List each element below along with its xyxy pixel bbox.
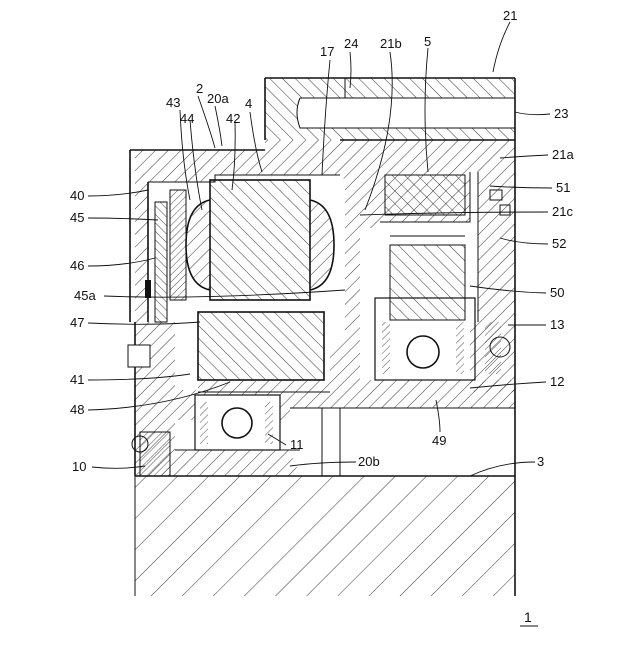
label-2: 2 (196, 81, 203, 96)
label-20b: 20b (358, 454, 380, 469)
label-44: 44 (180, 111, 194, 126)
label-10: 10 (72, 459, 86, 474)
figure-number-text: 1 (524, 609, 532, 625)
shaft-3 (135, 476, 515, 596)
label-48: 48 (70, 402, 84, 417)
label-46: 46 (70, 258, 84, 273)
label-5: 5 (424, 34, 431, 49)
label-45a: 45a (74, 288, 96, 303)
label-52: 52 (552, 236, 566, 251)
label-42: 42 (226, 111, 240, 126)
magnet-47 (198, 312, 324, 380)
label-17: 17 (320, 44, 334, 59)
label-20a: 20a (207, 91, 229, 106)
label-49: 49 (432, 433, 446, 448)
label-41: 41 (70, 372, 84, 387)
label-51: 51 (556, 180, 570, 195)
label-12: 12 (550, 374, 564, 389)
label-21b: 21b (380, 36, 402, 51)
label-47: 47 (70, 315, 84, 330)
label-40: 40 (70, 188, 84, 203)
label-4: 4 (245, 96, 252, 111)
label-45: 45 (70, 210, 84, 225)
figure-number: 1 (520, 609, 538, 626)
stator-42 (170, 180, 334, 300)
label-43: 43 (166, 95, 180, 110)
label-21a: 21a (552, 147, 574, 162)
label-50: 50 (550, 285, 564, 300)
label-23: 23 (554, 106, 568, 121)
label-13: 13 (550, 317, 564, 332)
label-24: 24 (344, 36, 358, 51)
label-21: 21 (503, 8, 517, 23)
gear-23 (265, 78, 515, 140)
label-21c: 21c (552, 204, 573, 219)
label-3: 3 (537, 454, 544, 469)
coil-50 (390, 236, 465, 320)
label-11: 11 (290, 437, 304, 452)
rotor-51 (385, 175, 465, 215)
